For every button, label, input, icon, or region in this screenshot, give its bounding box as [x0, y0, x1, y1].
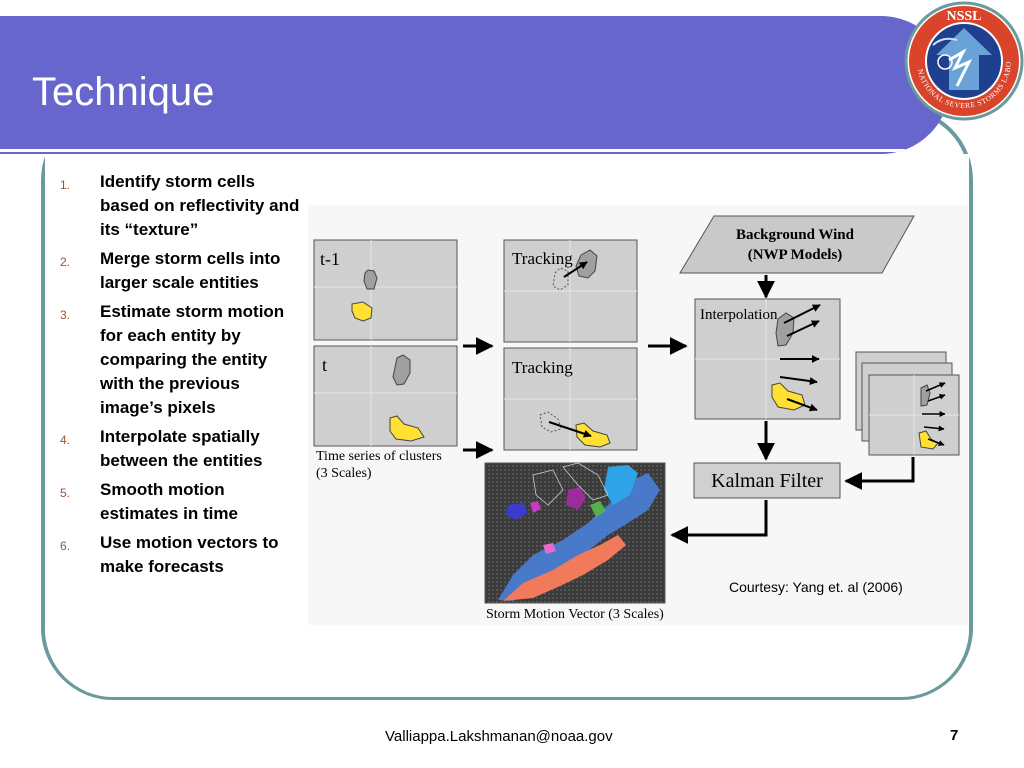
- step-text: Merge storm cells into larger scale enti…: [100, 249, 281, 292]
- step-number: 4.: [60, 433, 71, 447]
- kalman-filter-label: Kalman Filter: [711, 470, 823, 492]
- technique-steps: 1. Identify storm cells based on reflecti…: [60, 170, 300, 584]
- step-number: 3.: [60, 308, 71, 322]
- time-series-caption: Time series of clusters: [316, 449, 442, 464]
- kalman-filter-box: Kalman Filter: [693, 462, 841, 499]
- interpolation-label: Interpolation: [700, 307, 778, 323]
- slide-title: Technique: [32, 70, 215, 114]
- step-text: Interpolate spatially between the entiti…: [100, 427, 263, 470]
- storm-motion-image: [484, 462, 666, 604]
- step-text: Identify storm cells based on reflectivi…: [100, 172, 300, 239]
- step-item: 2. Merge storm cells into larger scale en…: [60, 247, 300, 295]
- frame-t-minus-1: t-1: [313, 239, 458, 341]
- step-item: 1. Identify storm cells based on reflecti…: [60, 170, 300, 242]
- stacked-vector-frames: [855, 351, 960, 456]
- page-number: 7: [950, 727, 959, 744]
- storm-cell-yellow: [351, 301, 373, 322]
- background-wind-box: Background Wind (NWP Models): [679, 215, 915, 274]
- tracking-label-top: Tracking: [512, 249, 573, 268]
- time-series-scales: (3 Scales): [316, 466, 372, 481]
- step-text: Estimate storm motion for each entity by…: [100, 302, 285, 417]
- storm-cell-gray: [392, 354, 411, 386]
- interpolation-box: Interpolation: [694, 298, 841, 420]
- step-number: 6.: [60, 539, 71, 553]
- output-caption: Storm Motion Vector (3 Scales): [486, 607, 664, 622]
- step-item: 6. Use motion vectors to make forecasts: [60, 531, 300, 579]
- tracking-label-bottom: Tracking: [512, 358, 573, 377]
- title-underline: [0, 149, 905, 152]
- step-text: Smooth motion estimates in time: [100, 480, 238, 523]
- frame-label-t: t: [322, 355, 327, 375]
- step-text: Use motion vectors to make forecasts: [100, 533, 279, 576]
- title-bar: Technique: [0, 16, 950, 154]
- step-number: 2.: [60, 255, 71, 269]
- footer-email: Valliappa.Lakshmanan@noaa.gov: [385, 728, 613, 745]
- courtesy-note: Courtesy: Yang et. al (2006): [729, 579, 903, 595]
- step-number: 1.: [60, 178, 71, 192]
- tracking-box-bottom: Tracking: [503, 347, 638, 451]
- frame-t: t: [313, 345, 458, 447]
- step-number: 5.: [60, 486, 71, 500]
- step-item: 3. Estimate storm motion for each entity …: [60, 300, 300, 420]
- step-item: 5. Smooth motion estimates in time: [60, 478, 300, 526]
- nssl-logo: NSSL NATIONAL SEVERE STORMS LABORATORY: [903, 0, 1024, 121]
- tracking-box-top: Tracking: [503, 239, 638, 343]
- storm-cell-yellow: [389, 415, 425, 442]
- nwp-models-label: (NWP Models): [748, 247, 843, 263]
- background-wind-label: Background Wind: [736, 227, 855, 243]
- frame-label-t-1: t-1: [320, 249, 340, 269]
- storm-cell-gray: [363, 269, 378, 290]
- technique-diagram: t-1 t Time series of clusters (3 Scales)…: [308, 205, 968, 625]
- logo-title: NSSL: [946, 9, 981, 24]
- step-item: 4. Interpolate spatially between the enti…: [60, 425, 300, 473]
